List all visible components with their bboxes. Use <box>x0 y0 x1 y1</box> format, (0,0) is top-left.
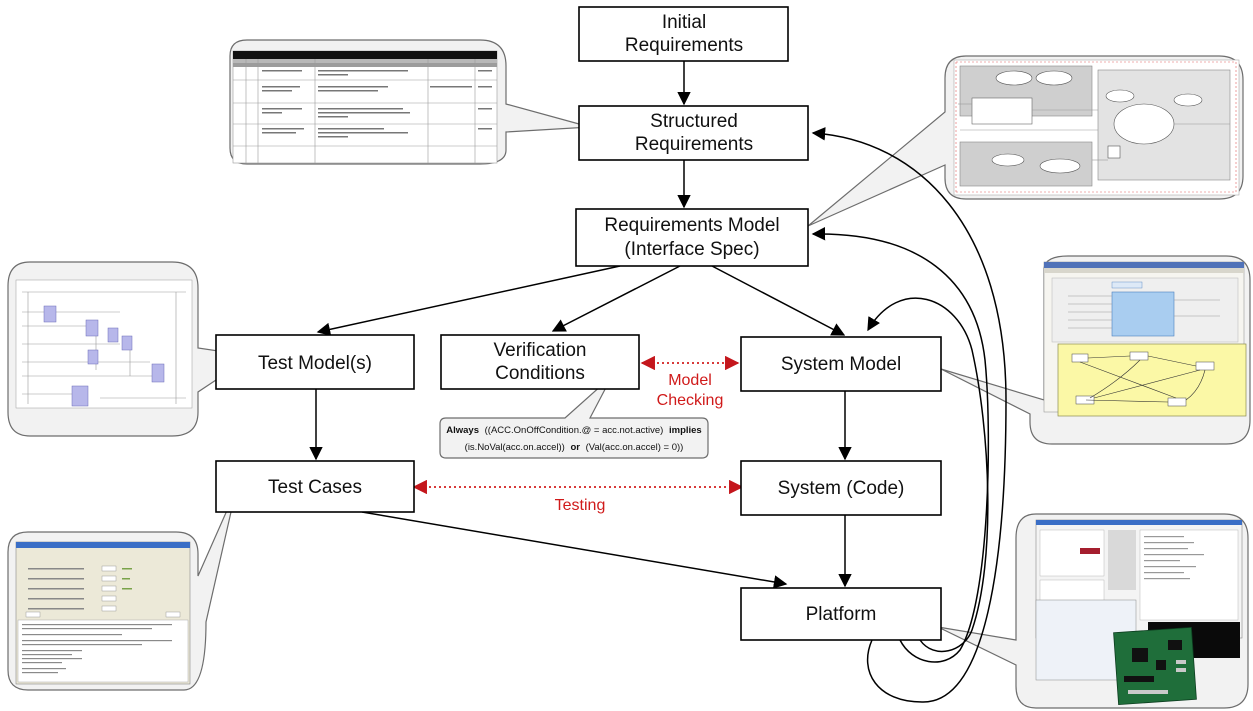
verification-formula-callout: Always ((ACC.OnOffCondition.@ = acc.not.… <box>439 375 709 459</box>
node-system-model-label: System Model <box>781 354 901 375</box>
edge-model-to-test-model <box>316 265 621 337</box>
model-checking-relation: Model Checking <box>640 355 740 409</box>
node-test-cases: Test Cases <box>215 460 415 513</box>
system-model-callout <box>940 255 1251 445</box>
node-platform: Platform <box>740 587 942 641</box>
node-system-model: System Model <box>740 336 942 392</box>
interface-spec-thumbnail <box>953 59 1240 196</box>
node-initial-requirements: Initial Requirements <box>578 6 789 62</box>
formula-line-2: (is.NoVal(acc.on.accel)) or (Val(acc.on.… <box>465 442 684 453</box>
interface-spec-callout <box>807 55 1244 227</box>
edge-model-to-verification <box>551 265 681 332</box>
formula-line-1: Always ((ACC.OnOffCondition.@ = acc.not.… <box>446 425 701 436</box>
edge-platform-to-system-model <box>867 297 989 653</box>
node-structured-requirements-line2: Requirements <box>635 134 753 155</box>
platform-callout <box>937 513 1249 709</box>
node-requirements-model: Requirements Model (Interface Spec) <box>575 208 809 267</box>
node-initial-requirements-line2: Requirements <box>625 35 743 56</box>
model-checking-label-line2: Checking <box>657 392 724 409</box>
node-verification-conditions-line2: Conditions <box>495 363 585 384</box>
edge-model-to-system-model <box>711 265 846 336</box>
node-platform-label: Platform <box>806 604 877 625</box>
testing-relation: Testing <box>412 479 744 514</box>
node-verification-conditions-line1: Verification <box>494 340 587 361</box>
model-checking-label-line1: Model <box>668 372 712 389</box>
test-runner-callout <box>7 489 237 691</box>
platform-thumbnail <box>1035 519 1243 706</box>
test-runner-thumbnail <box>15 541 191 685</box>
edge-platform-to-structured <box>811 127 1007 703</box>
test-model-thumbnail <box>15 279 193 409</box>
node-verification-conditions: Verification Conditions <box>440 334 640 390</box>
node-structured-requirements: Structured Requirements <box>578 105 809 161</box>
edge-test-cases-to-platform <box>361 511 788 589</box>
testing-label: Testing <box>555 497 606 514</box>
test-model-callout <box>7 261 254 437</box>
node-system-code-label: System (Code) <box>778 478 905 499</box>
requirements-table-callout <box>229 39 591 165</box>
edge-platform-to-requirements-model <box>811 227 990 663</box>
node-test-models-label: Test Model(s) <box>258 353 372 374</box>
node-test-models: Test Model(s) <box>215 334 415 390</box>
node-system-code: System (Code) <box>740 460 942 516</box>
node-test-cases-label: Test Cases <box>268 477 362 498</box>
node-initial-requirements-line1: Initial <box>662 12 706 33</box>
node-requirements-model-line1: Requirements Model <box>604 215 779 236</box>
requirements-table-thumbnail <box>232 50 498 164</box>
node-requirements-model-line2: (Interface Spec) <box>624 239 759 260</box>
system-model-thumbnail <box>1043 261 1247 417</box>
node-structured-requirements-line1: Structured <box>650 111 738 132</box>
